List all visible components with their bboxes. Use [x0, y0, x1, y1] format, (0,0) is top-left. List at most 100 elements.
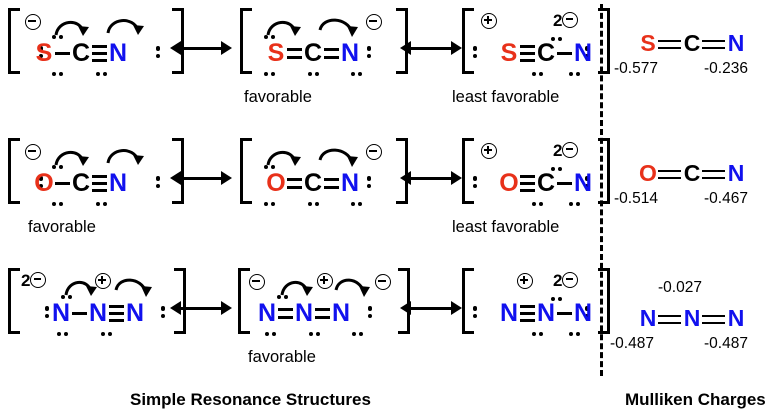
- charge-value-right: -0.487: [704, 335, 748, 352]
- electron-push-arrow-2: [114, 278, 152, 297]
- atom-n1: N: [257, 298, 277, 327]
- atom-n: N: [573, 168, 593, 197]
- resonance-structure-ocn-2: O C N: [240, 138, 408, 209]
- bond-double: [658, 163, 682, 185]
- lone-pair-n-top: [549, 160, 564, 178]
- bond-single: [54, 41, 71, 65]
- bracket: S C N: [8, 8, 184, 76]
- atom-n: N: [108, 168, 128, 197]
- lone-pair-n2-bottom: [307, 325, 322, 343]
- atom-n3: N: [331, 298, 351, 327]
- bond-double: [286, 41, 303, 65]
- atom-c: C: [536, 168, 556, 197]
- caption-right: Mulliken Charges: [625, 390, 766, 409]
- bond-single: [556, 301, 573, 325]
- bond-double: [658, 308, 682, 330]
- resonance-structure-scn-1: S C N: [8, 8, 184, 79]
- lone-pair-n-bottom: [567, 65, 582, 83]
- electron-push-arrow-1: [64, 281, 97, 296]
- resonance-structure-ocn-3: 2 O C N: [462, 138, 610, 209]
- bracket: O C N: [8, 138, 184, 206]
- mulliken-molecule-n3: -0.027 N N N -0.487 -0.487: [610, 279, 748, 352]
- lone-pair-n1-top: [59, 288, 74, 306]
- electron-push-arrow-1: [280, 281, 313, 296]
- atom-s: S: [35, 38, 53, 67]
- electron-push-arrow-2: [106, 19, 144, 35]
- lone-pair-s-bottom: [262, 65, 277, 83]
- atom-s: S: [267, 38, 285, 67]
- atom-n2: N: [536, 298, 556, 327]
- atom-n2: N: [88, 298, 108, 327]
- lone-pair-n3-top: [549, 290, 564, 308]
- bracket: O C N: [240, 138, 408, 206]
- bond-single: [54, 171, 71, 195]
- lone-pair-n1-bottom: [263, 325, 278, 343]
- bracket: 2 O C N: [462, 138, 610, 206]
- bond-double: [314, 301, 331, 325]
- atom-chain: S C N: [499, 38, 593, 68]
- atom-chain: N N N: [257, 298, 351, 328]
- resonance-arrow-6: [400, 300, 462, 316]
- bracket: N N N: [238, 268, 410, 336]
- lone-pair-o-bottom: [262, 195, 277, 213]
- panel-divider: [600, 4, 603, 376]
- bond-single: [556, 171, 573, 195]
- atom-c: C: [303, 168, 323, 197]
- bracket: 2 N: [8, 268, 186, 336]
- lone-pair-c-bottom: [306, 195, 321, 213]
- atom-n: N: [340, 38, 360, 67]
- bond-triple: [91, 41, 108, 65]
- lone-pair-n-right: [585, 43, 590, 61]
- bracket: 2 S C N: [462, 8, 610, 76]
- atom-c: C: [71, 38, 91, 67]
- bond-triple: [108, 301, 125, 325]
- lone-pair-s-left: [39, 43, 44, 61]
- lone-pair-c-bottom: [306, 65, 321, 83]
- atom-chain: N N N: [499, 298, 593, 328]
- bond-triple: [91, 171, 108, 195]
- formal-charge-two-minus: 2: [553, 272, 579, 289]
- electron-push-arrow-2: [318, 148, 358, 167]
- lone-pair-n-right: [156, 43, 161, 61]
- bond-double: [323, 171, 340, 195]
- bond-single: [556, 41, 573, 65]
- atom-o: O: [499, 168, 519, 197]
- atom-n1: N: [499, 298, 519, 327]
- atom-s: S: [500, 38, 518, 67]
- lone-pair-o-left: [473, 173, 478, 191]
- formal-charge-plus: [317, 273, 333, 290]
- lone-pair-n-right: [367, 173, 372, 191]
- lone-pair-n1-bottom: [55, 325, 70, 343]
- atom-n2: N: [294, 298, 314, 327]
- formal-charge-plus: [517, 273, 533, 290]
- lone-pair-n-right: [367, 43, 372, 61]
- lone-pair-n3-right: [585, 303, 590, 321]
- bond-double: [702, 33, 726, 55]
- lone-pair-n3-right: [161, 303, 166, 321]
- lone-pair-s-left: [473, 43, 478, 61]
- lone-pair-o-left: [39, 173, 44, 191]
- lone-pair-s-top: [262, 28, 277, 46]
- caption-left: Simple Resonance Structures: [130, 390, 371, 409]
- bond-triple: [519, 301, 536, 325]
- atom-chain: N N N: [638, 305, 746, 332]
- formal-charge-minus: [25, 14, 41, 31]
- atom-chain: O C N: [638, 160, 746, 187]
- atom-chain: O C N: [499, 168, 593, 198]
- charge-value-left: -0.487: [610, 335, 654, 352]
- charge-value-right: -0.467: [704, 190, 748, 207]
- atom-n: N: [727, 160, 745, 186]
- lone-pair-o-bottom: [50, 195, 65, 213]
- formal-charge-two-minus: 2: [553, 12, 579, 29]
- atom-c: C: [71, 168, 91, 197]
- lone-pair-s-top: [50, 28, 65, 46]
- formal-charge-minus: [366, 14, 382, 31]
- resonance-arrow-4: [400, 170, 462, 186]
- electron-push-arrow-1: [54, 151, 89, 166]
- atom-o: O: [266, 168, 286, 197]
- structure-label-favorable: favorable: [28, 218, 96, 236]
- charge-value-center: -0.027: [658, 279, 702, 296]
- electron-push-arrow-1: [266, 21, 301, 36]
- bond-double: [277, 301, 294, 325]
